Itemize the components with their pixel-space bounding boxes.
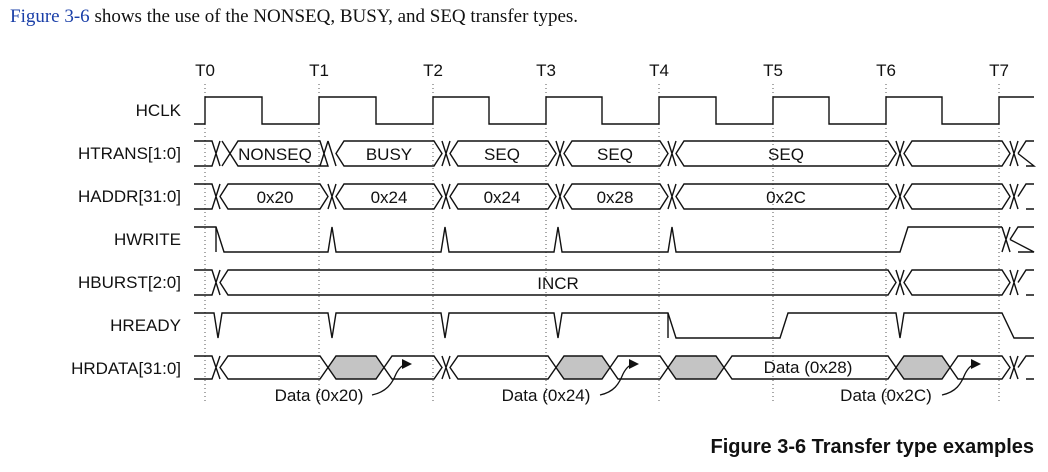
- time-marker-t1: T1: [309, 61, 329, 80]
- htrans-value-1: BUSY: [366, 145, 412, 164]
- intro-sentence: Figure 3-6 shows the use of the NONSEQ, …: [10, 6, 578, 28]
- haddr-waveform: [194, 183, 1034, 210]
- htrans-waveform: [194, 140, 1037, 167]
- signal-label-hclk: HCLK: [136, 101, 182, 120]
- time-marker-t7: T7: [989, 61, 1009, 80]
- signal-label-hrdata: HRDATA[31:0]: [71, 359, 181, 378]
- htrans-value-4: SEQ: [768, 145, 804, 164]
- haddr-value-2: 0x24: [484, 188, 521, 207]
- arrowhead-icon: [971, 359, 981, 369]
- time-marker-t3: T3: [536, 61, 556, 80]
- time-gridlines: [204, 84, 1000, 402]
- figure-reference-link[interactable]: Figure 3-6: [10, 6, 90, 27]
- signal-label-hburst: HBURST[2:0]: [78, 273, 181, 292]
- htrans-value-2: SEQ: [484, 145, 520, 164]
- hburst-waveform: [194, 269, 1034, 296]
- arrowhead-group: [402, 359, 981, 369]
- haddr-value-1: 0x24: [371, 188, 408, 207]
- haddr-value-0: 0x20: [257, 188, 294, 207]
- hwrite-waveform: [194, 226, 1035, 253]
- time-marker-t0: T0: [195, 61, 215, 80]
- hrdata-label-3: Data (0x2C): [840, 386, 932, 405]
- time-marker-t2: T2: [423, 61, 443, 80]
- hrdata-waveform: [194, 355, 1034, 380]
- haddr-value-3: 0x28: [597, 188, 634, 207]
- htrans-value-0: NONSEQ: [238, 145, 312, 164]
- time-marker-t5: T5: [763, 61, 783, 80]
- signal-label-htrans: HTRANS[1:0]: [78, 144, 181, 163]
- hrdata-label-0: Data (0x20): [275, 386, 364, 405]
- time-marker-t6: T6: [876, 61, 896, 80]
- bus-value-labels: NONSEQ BUSY SEQ SEQ SEQ 0x20 0x24 0x24 0…: [238, 145, 932, 405]
- hrdata-label-1: Data (0x24): [502, 386, 591, 405]
- hrdata-label-2: Data (0x28): [764, 358, 853, 377]
- arrowhead-icon: [629, 359, 639, 369]
- hrdata-shaded-blocks: [327, 355, 951, 380]
- hready-waveform: [194, 312, 1034, 339]
- signal-label-haddr: HADDR[31:0]: [78, 187, 181, 206]
- hclk-waveform: [194, 96, 1034, 125]
- signal-label-group: HCLK HTRANS[1:0] HADDR[31:0] HWRITE HBUR…: [71, 101, 182, 378]
- figure-caption: Figure 3-6 Transfer type examples: [710, 436, 1034, 458]
- signal-label-hready: HREADY: [110, 316, 181, 335]
- htrans-value-3: SEQ: [597, 145, 633, 164]
- time-marker-t4: T4: [649, 61, 669, 80]
- hburst-value: INCR: [537, 274, 579, 293]
- signal-label-hwrite: HWRITE: [114, 230, 181, 249]
- time-marker-group: T0 T1 T2 T3 T4 T5 T6 T7: [195, 61, 1009, 80]
- intro-text: shows the use of the NONSEQ, BUSY, and S…: [89, 6, 579, 27]
- arrowhead-icon: [402, 359, 412, 369]
- haddr-value-4: 0x2C: [766, 188, 806, 207]
